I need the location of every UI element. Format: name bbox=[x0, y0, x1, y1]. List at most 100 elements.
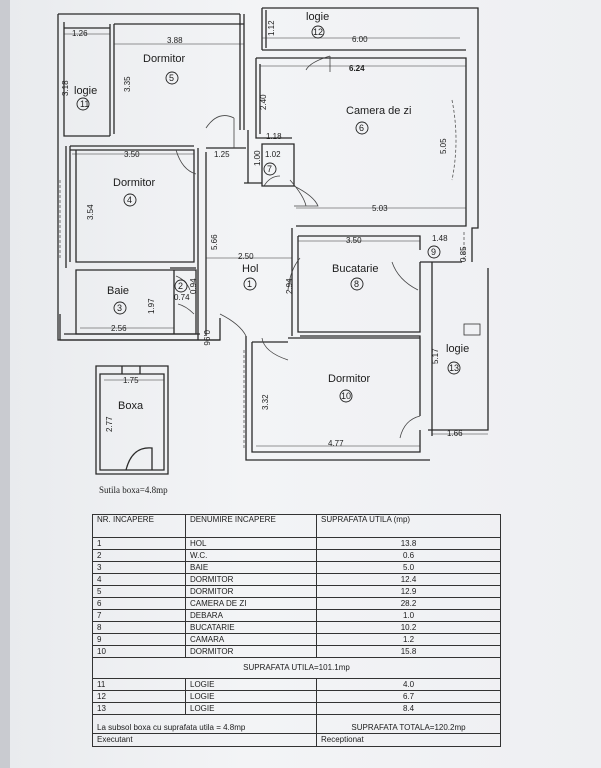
cell-area: 1.0 bbox=[316, 609, 501, 622]
dim-3-50-b: 3.50 bbox=[346, 236, 362, 245]
cell-name: DORMITOR bbox=[185, 585, 317, 598]
cell-area: 28.2 bbox=[316, 597, 501, 610]
room-name-logie-12: logie bbox=[306, 11, 329, 23]
dim-3-35: 3.35 bbox=[123, 76, 132, 92]
cell-name: HOL bbox=[185, 537, 317, 550]
cell-name: DEBARA bbox=[185, 609, 317, 622]
room-number-9: 9 bbox=[431, 247, 436, 257]
cell-area: 8.4 bbox=[316, 702, 501, 715]
cell-area: 1.2 bbox=[316, 633, 501, 646]
window-marks bbox=[59, 99, 465, 450]
dim-5-66: 5.66 bbox=[210, 234, 219, 250]
cell-nr: 5 bbox=[92, 585, 186, 598]
cell-name: CAMARA bbox=[185, 633, 317, 646]
cell-nr: 12 bbox=[92, 690, 186, 703]
room-name-dormitor-10: Dormitor bbox=[328, 373, 371, 385]
dim-5-05: 5.05 bbox=[439, 138, 448, 154]
dim-0-74: 0.74 bbox=[174, 293, 190, 302]
cell-area: 0.6 bbox=[316, 549, 501, 562]
dim-5-03: 5.03 bbox=[372, 204, 388, 213]
room-number-3: 3 bbox=[117, 303, 122, 313]
cell-area: 12.4 bbox=[316, 573, 501, 586]
room-name-logie-11: logie bbox=[74, 85, 97, 97]
boxa-caption: Sutila boxa=4.8mp bbox=[99, 485, 168, 495]
cell-name: LOGIE bbox=[185, 690, 317, 703]
dim-2-56: 2.56 bbox=[111, 324, 127, 333]
dim-1-75: 1.75 bbox=[123, 376, 139, 385]
boxa-note: La subsol boxa cu suprafata utila = 4.8m… bbox=[92, 714, 317, 734]
cell-nr: 9 bbox=[92, 633, 186, 646]
dim-3-54: 3.54 bbox=[86, 204, 95, 220]
dim-3-88: 3.88 bbox=[167, 36, 183, 45]
receptionat-label: Receptionat bbox=[316, 733, 501, 747]
cell-nr: 7 bbox=[92, 609, 186, 622]
dim-0-85: 0.85 bbox=[459, 246, 468, 262]
cell-nr: 8 bbox=[92, 621, 186, 634]
room-number-6: 6 bbox=[359, 123, 364, 133]
total-area: SUPRAFATA TOTALA=120.2mp bbox=[316, 714, 501, 734]
room-number-2: 2 bbox=[178, 281, 183, 291]
cell-nr: 11 bbox=[92, 678, 186, 691]
room-number-1: 1 bbox=[247, 279, 252, 289]
cell-nr: 13 bbox=[92, 702, 186, 715]
header-nr: NR. INCAPERE bbox=[92, 514, 186, 538]
cell-nr: 2 bbox=[92, 549, 186, 562]
room-number-8: 8 bbox=[354, 279, 359, 289]
room-name-camera-6: Camera de zi bbox=[346, 105, 411, 117]
dim-0-96: 0.96 bbox=[202, 330, 211, 346]
dim-2-50: 2.50 bbox=[238, 252, 254, 261]
cell-name: LOGIE bbox=[185, 702, 317, 715]
cell-area: 15.8 bbox=[316, 645, 501, 658]
dim-1-02: 1.02 bbox=[265, 150, 281, 159]
dim-1-48: 1.48 bbox=[432, 234, 448, 243]
dim-1-18: 1.18 bbox=[266, 132, 282, 141]
cell-name: CAMERA DE ZI bbox=[185, 597, 317, 610]
executant-label: Executant bbox=[92, 733, 317, 747]
cell-name: W.C. bbox=[185, 549, 317, 562]
door-swings bbox=[175, 55, 421, 439]
dim-6-24: 6.24 bbox=[349, 64, 365, 73]
table-header-row: NR. INCAPERE DENUMIRE INCAPERE SUPRAFATA… bbox=[92, 514, 501, 538]
dim-0-94: 0.94 bbox=[189, 278, 198, 294]
room-name-hol-1: Hol bbox=[242, 263, 259, 275]
dim-6-00: 6.00 bbox=[352, 35, 368, 44]
dim-1-00: 1.00 bbox=[253, 150, 262, 166]
cell-name: DORMITOR bbox=[185, 645, 317, 658]
cell-nr: 10 bbox=[92, 645, 186, 658]
room-name-baie-3: Baie bbox=[107, 285, 129, 297]
cell-area: 5.0 bbox=[316, 561, 501, 574]
room-number-12: 12 bbox=[313, 27, 323, 37]
area-summary-table: NR. INCAPERE DENUMIRE INCAPERE SUPRAFATA… bbox=[92, 514, 501, 747]
dim-4-77: 4.77 bbox=[328, 439, 344, 448]
cell-nr: 1 bbox=[92, 537, 186, 550]
window-box bbox=[463, 323, 481, 336]
cell-name: DORMITOR bbox=[185, 573, 317, 586]
dim-3-50-a: 3.50 bbox=[124, 150, 140, 159]
subtotal-row: SUPRAFATA UTILA=101.1mp bbox=[92, 657, 501, 679]
dim-5-17: 5.17 bbox=[431, 348, 440, 364]
cell-nr: 4 bbox=[92, 573, 186, 586]
room-number-circles bbox=[76, 25, 461, 403]
dim-1-26: 1.26 bbox=[72, 29, 88, 38]
room-name-boxa: Boxa bbox=[118, 400, 144, 412]
room-number-10: 10 bbox=[341, 391, 351, 401]
cell-area: 12.9 bbox=[316, 585, 501, 598]
room-number-13: 13 bbox=[449, 363, 459, 373]
dim-3-18: 3.18 bbox=[61, 80, 70, 96]
dim-1-25: 1.25 bbox=[214, 150, 230, 159]
cell-area: 10.2 bbox=[316, 621, 501, 634]
cell-name: BAIE bbox=[185, 561, 317, 574]
